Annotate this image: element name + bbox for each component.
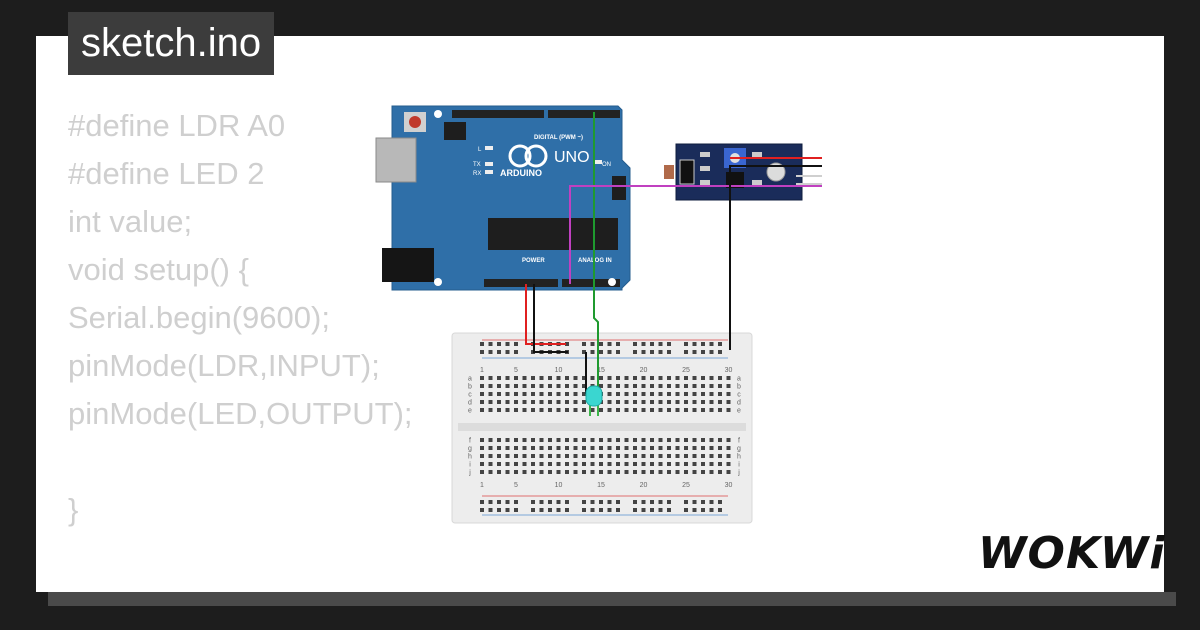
column-number: 1 <box>480 367 484 374</box>
arduino-model: UNO <box>554 149 590 166</box>
row-letter: g <box>737 446 741 453</box>
code-line: pinMode(LDR,INPUT); <box>68 348 380 383</box>
row-letter: i <box>469 462 471 469</box>
column-number: 5 <box>514 482 518 489</box>
row-letter: a <box>737 376 741 383</box>
power-jack <box>382 248 434 282</box>
power-label: POWER <box>522 258 545 264</box>
code-line: void setup() { <box>68 252 249 287</box>
header-top-right <box>548 110 620 118</box>
photoresistor <box>664 165 674 179</box>
wire-black-sensor <box>729 165 822 350</box>
code-line: Serial.begin(9600); <box>68 300 330 335</box>
row-letter: f <box>469 438 471 445</box>
row-letter: c <box>737 392 741 399</box>
column-number: 10 <box>555 367 563 374</box>
row-letter: j <box>737 470 740 477</box>
column-number: 15 <box>597 482 605 489</box>
usb-port <box>375 137 417 183</box>
wire-red <box>525 284 566 345</box>
row-letter: a <box>468 376 472 383</box>
code-line: int value; <box>68 204 193 239</box>
column-number: 30 <box>725 367 733 374</box>
column-number: 10 <box>555 482 563 489</box>
arduino-brand: ARDUINO <box>500 168 542 178</box>
led[interactable] <box>585 385 603 416</box>
column-number: 15 <box>597 367 605 374</box>
file-tab-title: sketch.ino <box>81 21 262 65</box>
row-letter: g <box>468 446 472 453</box>
row-letter: i <box>738 462 740 469</box>
wire-green <box>593 112 599 388</box>
row-letter: d <box>468 400 472 407</box>
column-number: 25 <box>682 482 690 489</box>
column-number: 20 <box>640 482 648 489</box>
tx-label: TX <box>473 162 481 168</box>
code-line: #define LDR A0 <box>68 108 286 143</box>
row-letter: j <box>468 470 471 477</box>
wire-purple <box>569 185 822 284</box>
code-line: } <box>68 492 79 527</box>
card-shadow <box>48 592 1176 606</box>
header-top-left <box>452 110 544 118</box>
atmega-chip <box>488 218 618 250</box>
file-tab[interactable]: sketch.ino <box>68 12 275 75</box>
breadboard-holes <box>480 342 731 512</box>
row-letter: b <box>468 384 472 391</box>
column-number: 5 <box>514 367 518 374</box>
code-line: pinMode(LED,OUTPUT); <box>68 396 413 431</box>
wokwi-logo: WOKWi <box>978 528 1166 579</box>
row-letter: h <box>737 454 741 461</box>
row-letter: f <box>738 438 740 445</box>
rx-label: RX <box>473 171 481 177</box>
wire-black-gnd <box>533 284 568 353</box>
row-letter: e <box>468 408 472 415</box>
column-number: 20 <box>640 367 648 374</box>
wires <box>525 112 822 394</box>
column-number: 1 <box>480 482 484 489</box>
column-number: 25 <box>682 367 690 374</box>
on-label: ON <box>602 162 611 168</box>
row-letter: b <box>737 384 741 391</box>
header-power <box>484 279 558 287</box>
arduino-uno[interactable]: UNO ARDUINO DIGITAL (PWM ~) POWER ANALOG… <box>375 105 631 291</box>
row-letter: c <box>468 392 472 399</box>
code-line: #define LED 2 <box>68 156 265 191</box>
header-analog <box>562 279 620 287</box>
code-preview: #define LDR A0 #define LED 2 int value; voi… <box>68 102 413 592</box>
row-letter: d <box>737 400 741 407</box>
digital-label: DIGITAL (PWM ~) <box>534 135 583 141</box>
row-letter: h <box>468 454 472 461</box>
code-line: void loop() { <box>68 582 413 592</box>
row-letter: e <box>737 408 741 415</box>
ldr-sensor-module[interactable] <box>664 143 822 201</box>
column-number: 30 <box>725 482 733 489</box>
l-label: L <box>478 147 482 153</box>
